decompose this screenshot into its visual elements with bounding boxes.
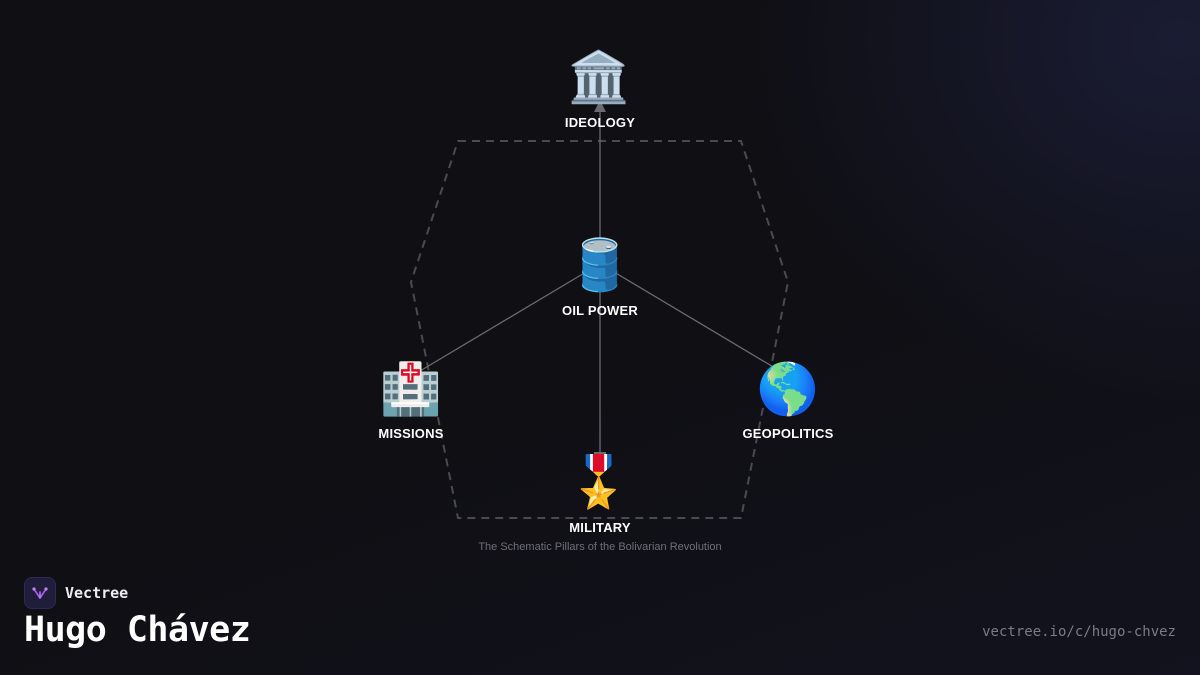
- page-title: Hugo Chávez: [24, 610, 251, 650]
- hexagon-outline: [409, 140, 790, 519]
- brand-name: Vectree: [65, 584, 129, 602]
- classical-building-icon: 🏛️: [567, 49, 631, 105]
- brand[interactable]: Vectree: [24, 577, 128, 609]
- node-label-oil-power: OIL POWER: [562, 303, 638, 318]
- edge-center-missions: [419, 271, 587, 372]
- diagram-caption: The Schematic Pillars of the Bolivarian …: [478, 541, 722, 553]
- arrowhead-military: [594, 452, 606, 456]
- edge-center-geopolitics: [613, 271, 781, 372]
- military-medal-icon: 🎖️: [567, 454, 631, 510]
- node-label-geopolitics: GEOPOLITICS: [742, 426, 834, 441]
- page-url-link[interactable]: vectree.io/c/hugo-chvez: [982, 624, 1176, 640]
- oil-barrel-icon: 🛢️: [568, 237, 632, 293]
- globe-americas-icon: 🌎: [756, 361, 820, 417]
- node-label-ideology: IDEOLOGY: [564, 115, 636, 130]
- node-label-missions: MISSIONS: [378, 426, 444, 441]
- arrowhead-ideology: [594, 100, 606, 112]
- vectree-logo-icon: [24, 577, 56, 609]
- hospital-icon: 🏥: [379, 361, 443, 417]
- node-label-military: MILITARY: [569, 520, 631, 535]
